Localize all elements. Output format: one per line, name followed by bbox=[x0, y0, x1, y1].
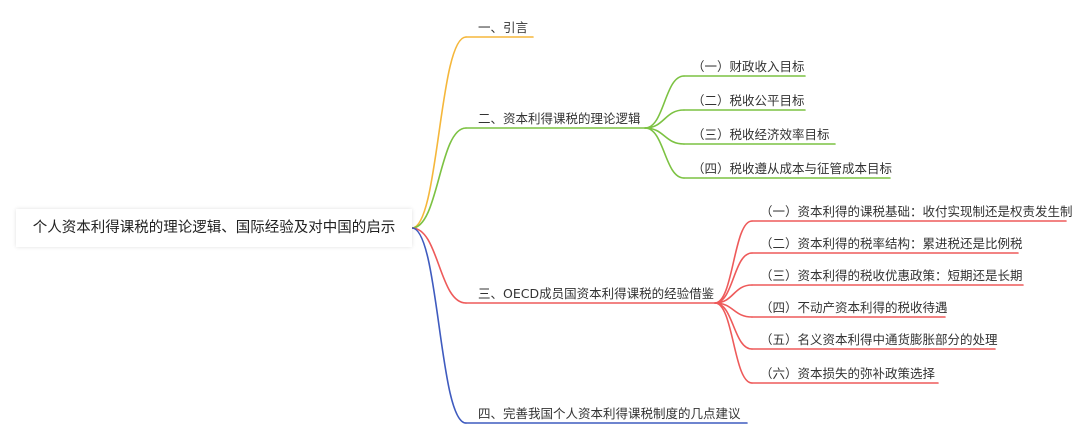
branch-2-subtopic-3[interactable]: （三）税收经济效率目标 bbox=[692, 127, 830, 142]
branch-2-connector bbox=[411, 127, 467, 229]
branch-3-topic[interactable]: 三、OECD成员国资本利得课税的经验借鉴 bbox=[478, 286, 715, 301]
root-topic-label: 个人资本利得课税的理论逻辑、国际经验及对中国的启示 bbox=[32, 220, 396, 236]
branch-2-subtopic-4[interactable]: （四）税收遵从成本与征管成本目标 bbox=[692, 161, 893, 176]
branch-3-subtopic-3[interactable]: （三）资本利得的税收优惠政策：短期还是长期 bbox=[760, 268, 1023, 283]
branch-3-subtopic-5[interactable]: （五）名义资本利得中通货膨胀部分的处理 bbox=[760, 332, 998, 347]
branch-2-child-4-connector bbox=[644, 127, 685, 179]
root-topic[interactable]: 个人资本利得课税的理论逻辑、国际经验及对中国的启示 bbox=[16, 209, 412, 247]
branch-2-topic[interactable]: 二、资本利得课税的理论逻辑 bbox=[478, 111, 641, 126]
branch-2-subtopic-2[interactable]: （二）税收公平目标 bbox=[692, 93, 805, 108]
branch-3-subtopic-6[interactable]: （六）资本损失的弥补政策选择 bbox=[760, 366, 936, 381]
branch-3-connector bbox=[411, 227, 467, 304]
branch-3-child-6-connector bbox=[714, 302, 753, 384]
branch-3-subtopic-4[interactable]: （四）不动产资本利得的税收待遇 bbox=[760, 300, 948, 315]
branch-4-connector bbox=[411, 227, 467, 424]
branch-2-child-2-connector bbox=[644, 109, 685, 129]
branch-3-subtopic-2[interactable]: （二）资本利得的税率结构：累进税还是比例税 bbox=[760, 236, 1023, 251]
branch-3-subtopic-1[interactable]: （一）资本利得的课税基础：收付实现制还是权责发生制 bbox=[760, 204, 1073, 219]
branch-2-child-1-connector bbox=[644, 75, 685, 129]
branch-4-topic[interactable]: 四、完善我国个人资本利得课税制度的几点建议 bbox=[478, 406, 741, 421]
branch-2-subtopic-1[interactable]: （一）财政收入目标 bbox=[692, 59, 805, 74]
branch-3-child-2-connector bbox=[714, 252, 753, 304]
branch-1-topic[interactable]: 一、引言 bbox=[478, 20, 529, 35]
branch-1-connector bbox=[411, 36, 467, 229]
branch-3-child-1-connector bbox=[714, 220, 753, 304]
